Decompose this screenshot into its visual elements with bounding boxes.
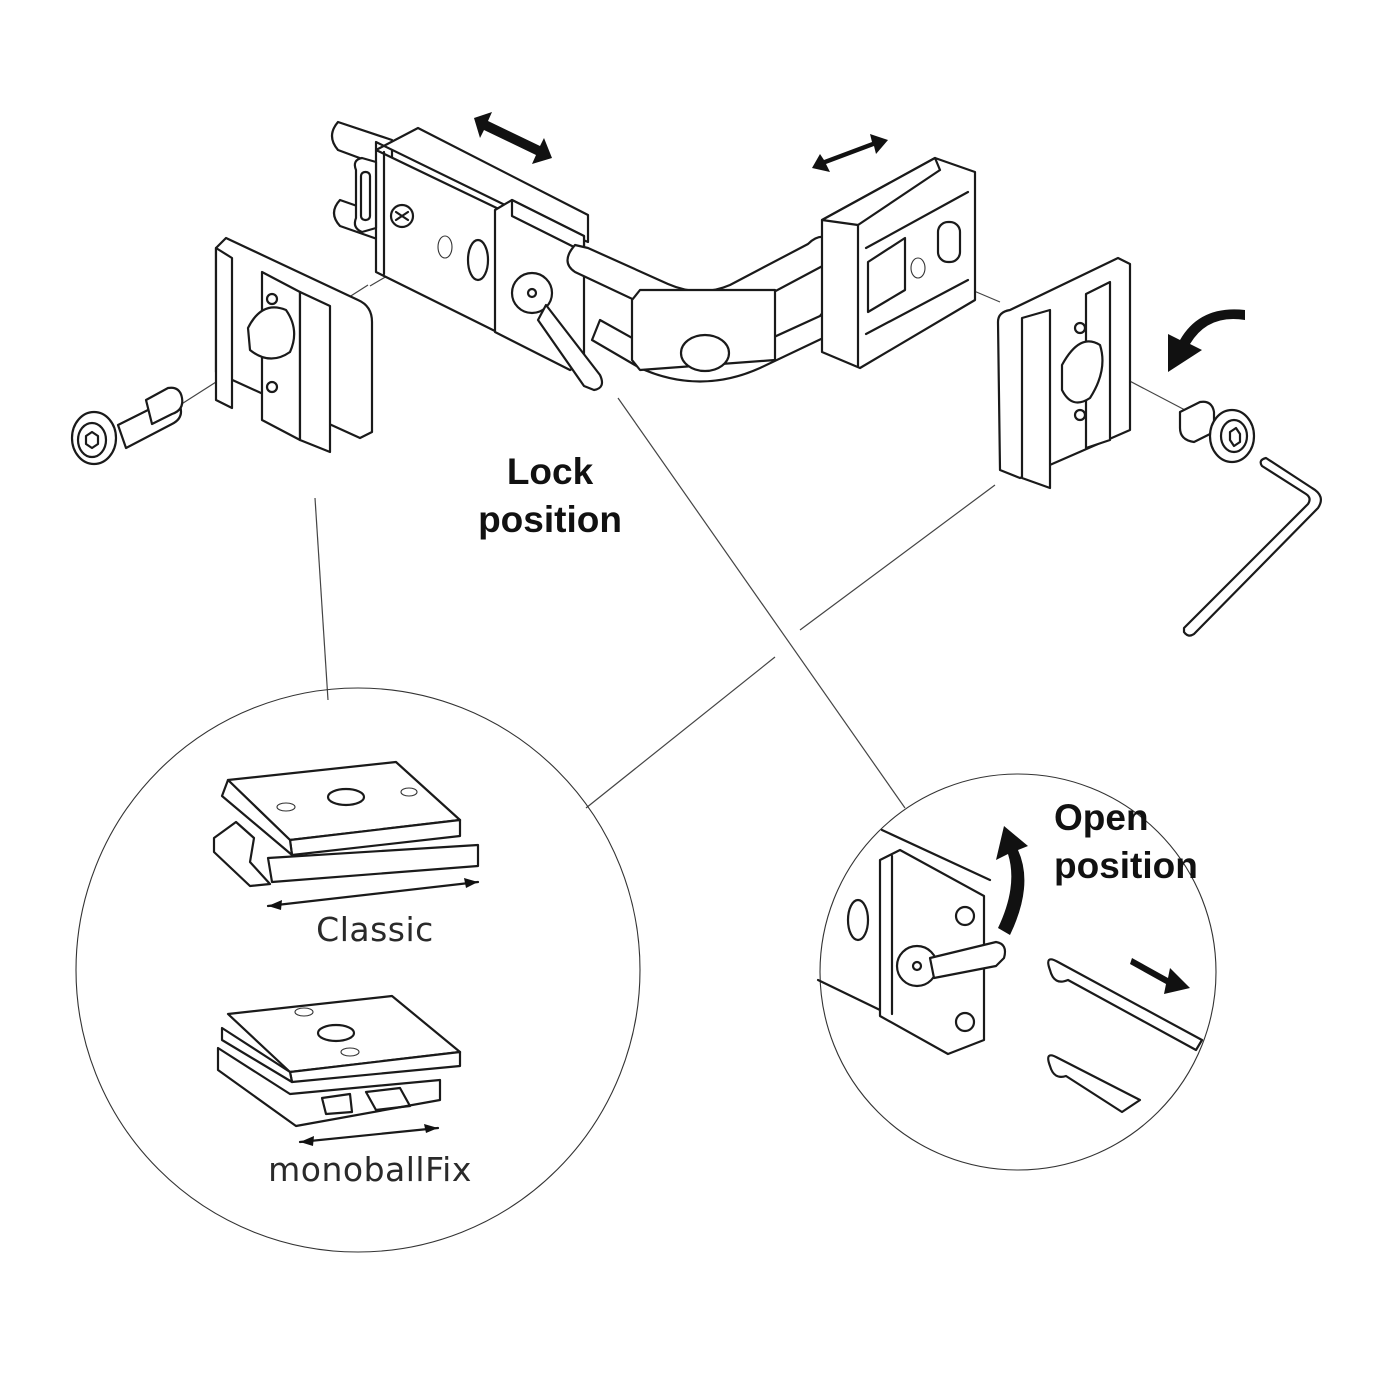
classic-label: Classic (316, 910, 434, 949)
slide-arrow-right (812, 134, 888, 172)
clamp-left (330, 112, 604, 392)
hex-key (1182, 456, 1323, 637)
leader-right-plate (799, 484, 996, 631)
clamp-right (812, 134, 977, 370)
open-arrow (996, 826, 1028, 935)
lever-detail-callout (816, 773, 1217, 1171)
slide-arrow-left (474, 112, 552, 164)
plate-right (996, 256, 1132, 490)
monoballfix-plate (216, 994, 462, 1146)
lock-position-label: Lock position (460, 448, 640, 544)
plate-detail-callout (75, 687, 641, 1253)
lock-position-line-2: position (478, 499, 622, 540)
leader-lever (617, 397, 906, 809)
plate-left (214, 236, 374, 454)
screw-right (1168, 309, 1256, 464)
lock-position-line-1: Lock (506, 451, 594, 492)
monoballfix-label: monoballFix (268, 1150, 472, 1189)
bent-rail (566, 235, 848, 383)
classic-plate (212, 760, 480, 910)
open-position-line-2: position (1054, 845, 1198, 886)
screw-left (70, 386, 184, 466)
rotate-arrow (1168, 309, 1245, 372)
leader-right-plate-2 (585, 656, 776, 809)
open-position-label: Open position (1054, 794, 1198, 890)
open-position-line-1: Open (1054, 797, 1149, 838)
pull-arrow (1130, 958, 1190, 994)
leader-left-plate (314, 497, 329, 701)
